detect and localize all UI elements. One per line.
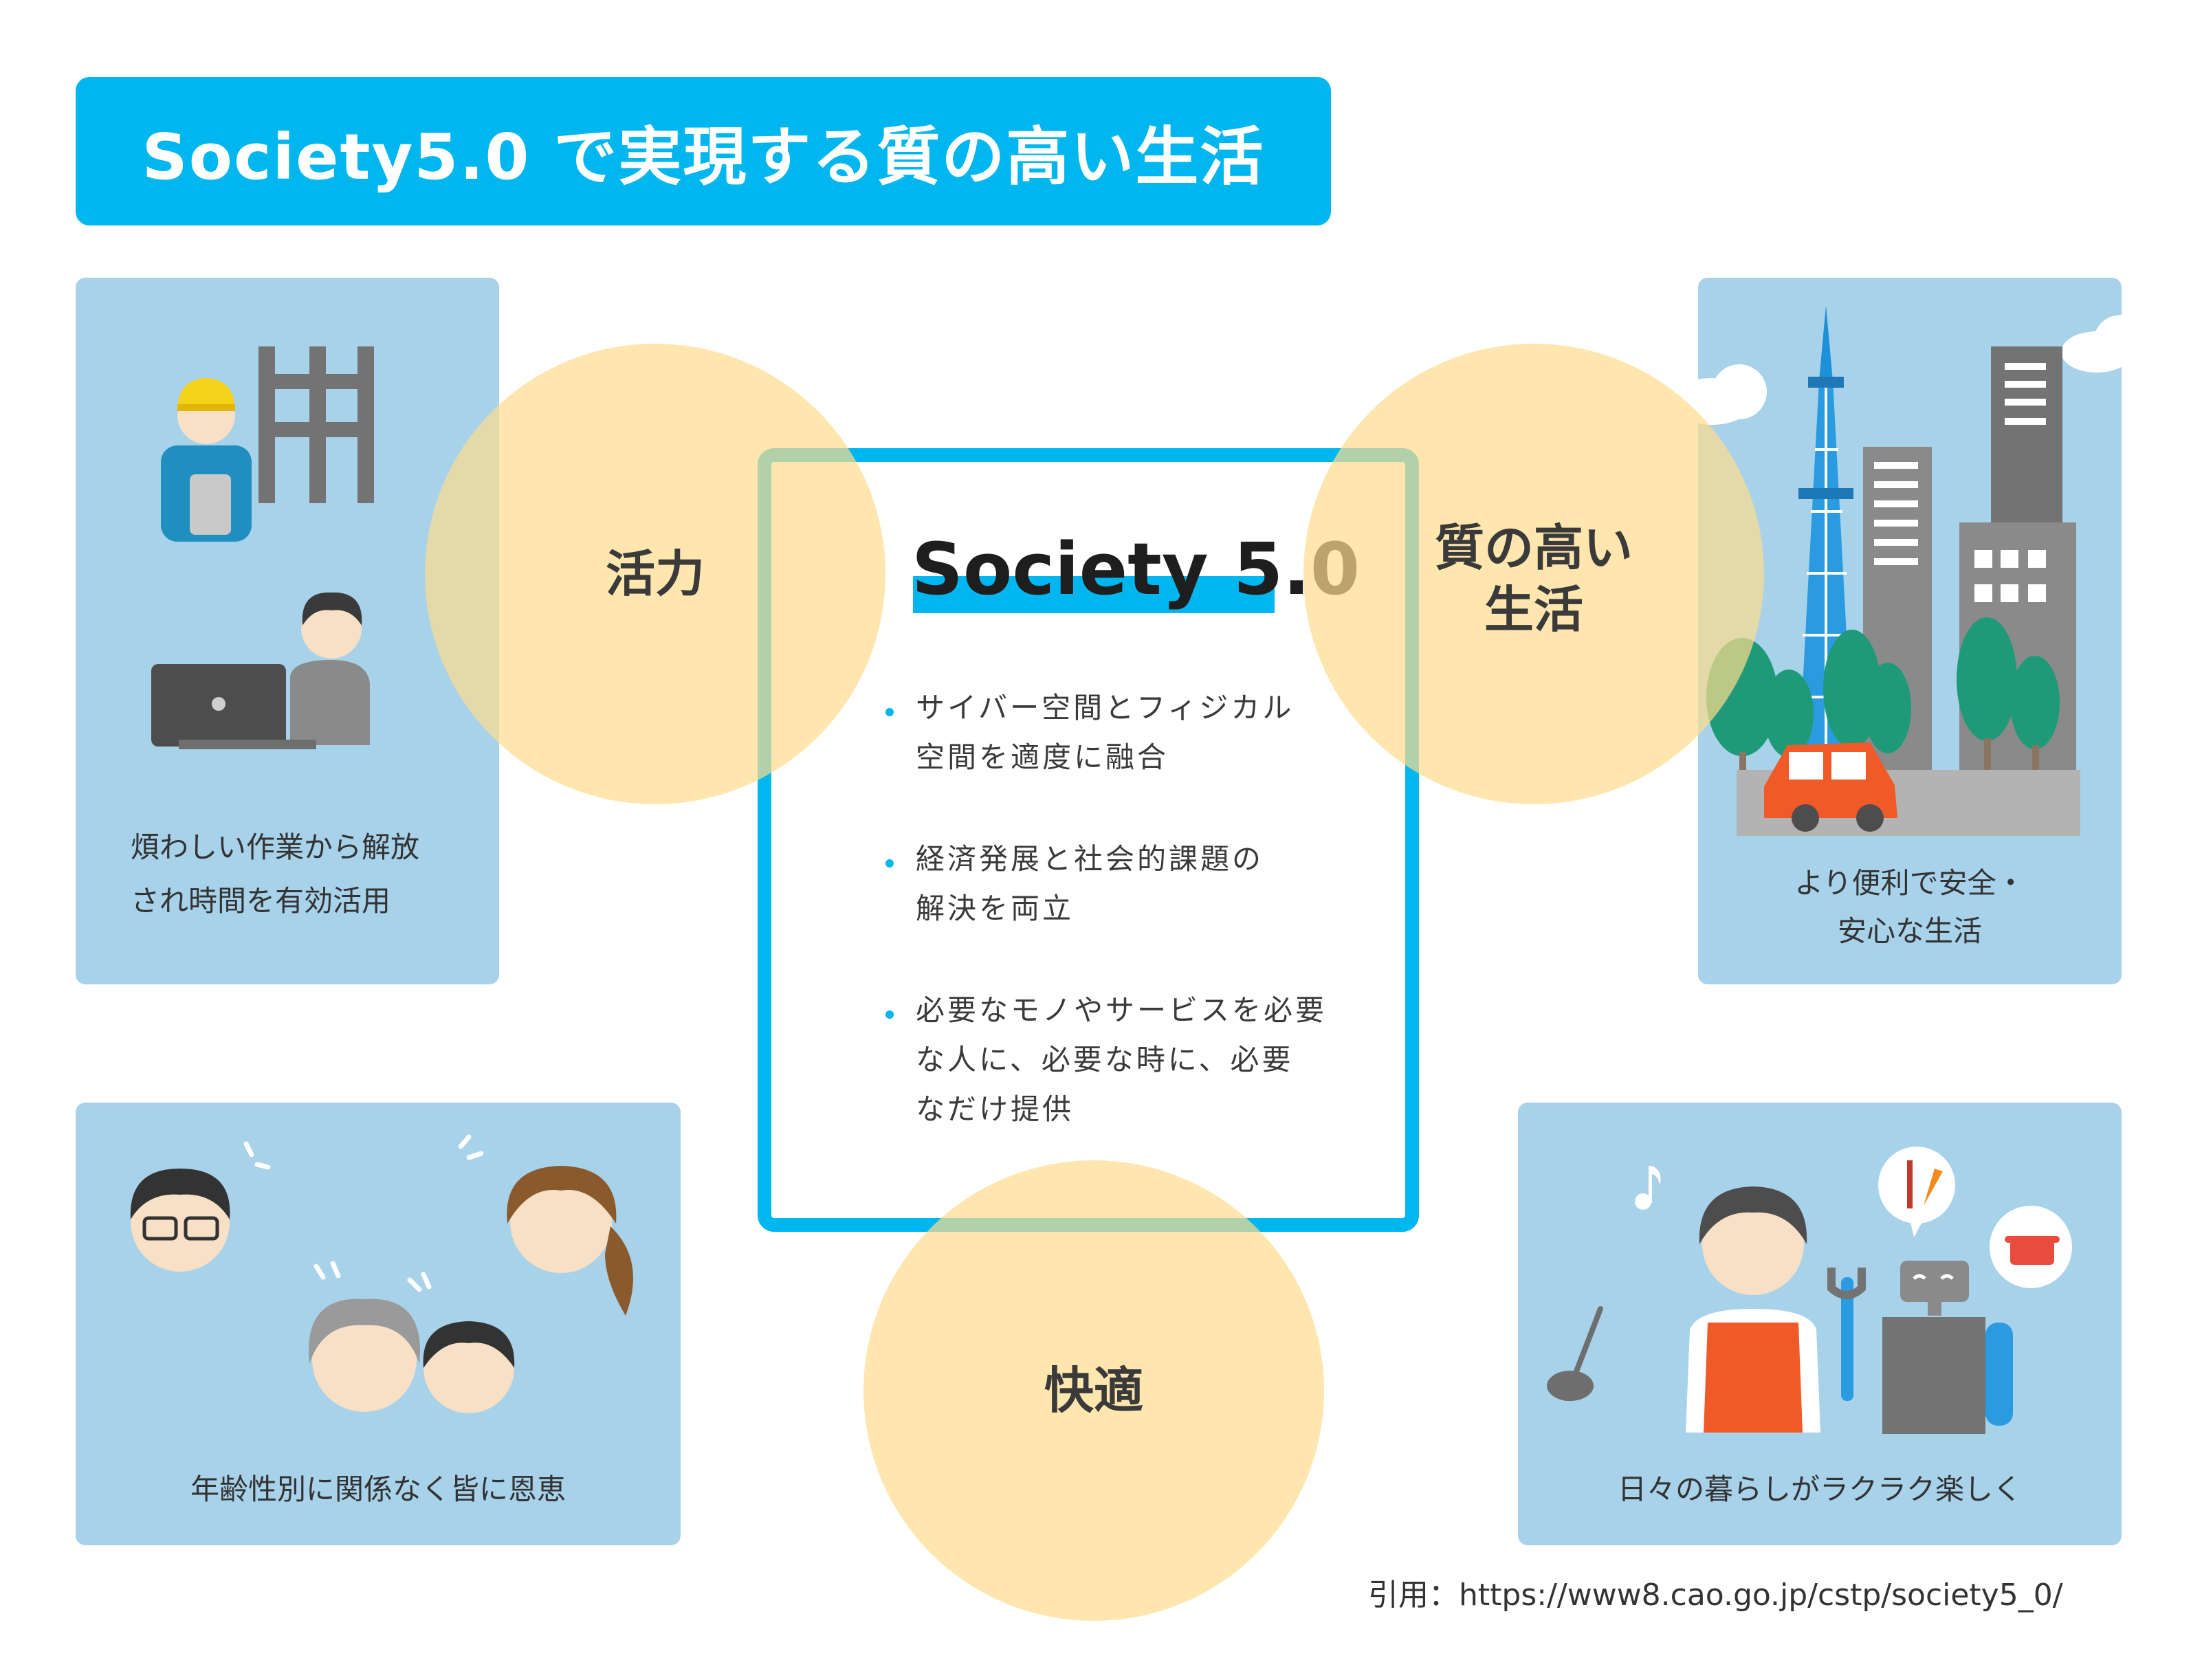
bullet-3-line-3: なだけ提供 (916, 1092, 1075, 1126)
bullet-2-line-2: 解決を両立 (916, 892, 1075, 925)
bullet-3-line-2: な人に、必要な時に、必要 (916, 1043, 1294, 1076)
panel-safe-life-caption-1: より便利で安全・ (1794, 866, 2025, 900)
panel-safe-life: より便利で安全・ 安心な生活 (1671, 278, 2149, 984)
worker-illustration (151, 346, 374, 749)
kitchen-illustration (1547, 1147, 2072, 1434)
society5-heading: Society 5.0 (912, 527, 1361, 611)
panel-safe-life-caption-2: 安心な生活 (1837, 914, 1982, 948)
panel-free-time-caption-1: 煩わしい作業から解放 (131, 830, 420, 864)
bullet-dot (885, 708, 894, 716)
label-comfort: 快適 (1044, 1362, 1143, 1419)
panel-free-time: 煩わしい作業から解放 され時間を有効活用 (76, 278, 499, 984)
circle-comfort (863, 1160, 1324, 1621)
people-illustration (130, 1134, 633, 1413)
panel-easy-living: 日々の暮らしがラクラク楽しく (1518, 1103, 2122, 1545)
bullet-3-line-1: 必要なモノやサービスを必要 (916, 993, 1328, 1027)
citation-text: 引用：https://www8.cao.go.jp/cstp/society5_… (1368, 1578, 2063, 1613)
bullet-2: 経済発展と社会的課題の 解決を両立 (916, 835, 1369, 933)
panel-easy-living-caption: 日々の暮らしがラクラク楽しく (1617, 1472, 2022, 1506)
circle-vitality (425, 344, 885, 804)
label-quality-2: 生活 (1484, 581, 1583, 639)
label-quality-1: 質の高い (1434, 519, 1633, 577)
bullet-1: サイバー空間とフィジカル 空間を適度に融合 (916, 683, 1369, 782)
heading-underline (913, 576, 1275, 613)
panel-free-time-caption-2: され時間を有効活用 (131, 884, 391, 918)
bullet-dot (885, 859, 894, 867)
bullet-1-line-1: サイバー空間とフィジカル (916, 691, 1295, 725)
panel-benefits-all-caption: 年齢性別に関係なく皆に恩恵 (190, 1472, 566, 1506)
title-banner: Society5.0 で実現する質の高い生活 (76, 77, 1331, 225)
bullet-3: 必要なモノやサービスを必要 な人に、必要な時に、必要 なだけ提供 (916, 986, 1369, 1134)
bullet-2-line-1: 経済発展と社会的課題の (916, 842, 1264, 876)
page-title: Society5.0 で実現する質の高い生活 (142, 120, 1265, 194)
circle-quality (1303, 344, 1764, 804)
bullet-1-line-2: 空間を適度に融合 (916, 740, 1169, 774)
panel-benefits-all: 年齢性別に関係なく皆に恩恵 (76, 1103, 681, 1545)
city-illustration (1671, 305, 2149, 836)
label-vitality: 活力 (605, 545, 705, 603)
bullet-dot (885, 1010, 894, 1019)
